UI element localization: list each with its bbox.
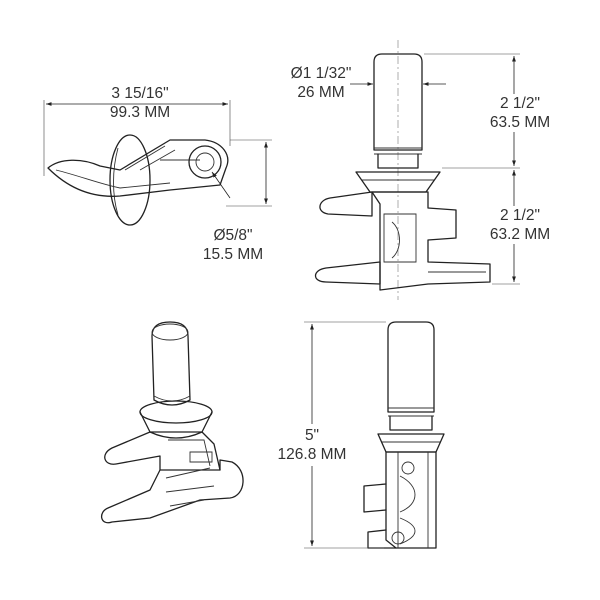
shaft-diameter-metric: 26 MM	[297, 84, 345, 101]
overall-width-label: 3 15/16" 99.3 MM	[92, 84, 188, 122]
front-view	[363, 321, 445, 549]
dim-right-heights	[424, 53, 520, 285]
upper-height-imperial: 2 1/2"	[500, 95, 540, 112]
shaft-diameter-label: Ø1 1/32" 26 MM	[280, 64, 362, 102]
total-height-metric: 126.8 MM	[277, 446, 347, 463]
overall-width-metric: 99.3 MM	[109, 104, 171, 121]
lower-height-imperial: 2 1/2"	[500, 207, 540, 224]
upper-height-label: 2 1/2" 63.5 MM	[478, 94, 562, 132]
lower-height-label: 2 1/2" 63.2 MM	[478, 206, 562, 244]
side-view	[314, 40, 491, 300]
lower-height-metric: 63.2 MM	[489, 226, 551, 243]
hole-diameter-imperial: Ø5/8"	[213, 227, 253, 244]
total-height-label: 5" 126.8 MM	[262, 426, 362, 464]
dim-top-view-height	[226, 139, 272, 207]
dim-overall-width	[43, 100, 231, 176]
overall-width-imperial: 3 15/16"	[111, 85, 169, 102]
total-height-imperial: 5"	[304, 427, 320, 444]
isometric-view	[101, 321, 244, 524]
upper-height-metric: 63.5 MM	[489, 114, 551, 131]
hole-diameter-label: Ø5/8" 15.5 MM	[196, 226, 270, 264]
hole-diameter-metric: 15.5 MM	[202, 246, 264, 263]
dim-total-height	[304, 321, 386, 549]
shaft-diameter-imperial: Ø1 1/32"	[290, 65, 352, 82]
top-view	[47, 134, 231, 226]
